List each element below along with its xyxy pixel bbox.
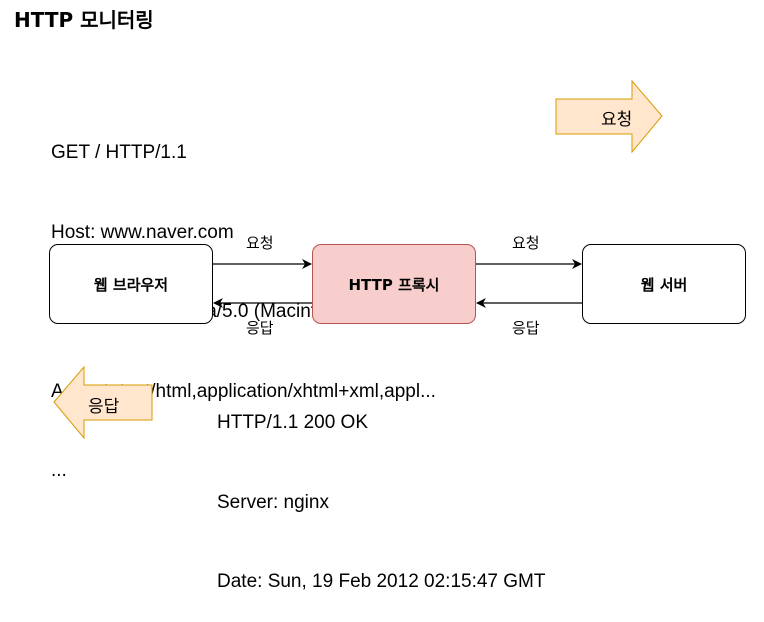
edge-label-browser-to-proxy: 요청 — [246, 234, 274, 252]
response-big-arrow — [53, 365, 153, 440]
web-server-node: 웹 서버 — [582, 244, 746, 324]
request-line: GET / HTTP/1.1 — [51, 142, 187, 163]
request-header-host: Host: www.naver.com — [51, 221, 234, 243]
edge-label-proxy-to-server: 요청 — [512, 234, 540, 252]
edge-label-server-to-proxy: 응답 — [512, 319, 540, 337]
edge-label-proxy-to-browser: 응답 — [246, 319, 274, 337]
web-server-label: 웹 서버 — [640, 275, 688, 294]
request-big-arrow — [555, 79, 663, 154]
page-title: HTTP 모니터링 — [14, 8, 154, 32]
response-header-date: Date: Sun, 19 Feb 2012 02:15:47 GMT — [217, 571, 546, 592]
response-header-server: Server: nginx — [217, 491, 329, 513]
http-proxy-label: HTTP 프록시 — [348, 275, 440, 294]
http-proxy-node: HTTP 프록시 — [312, 244, 476, 324]
web-browser-node: 웹 브라우저 — [49, 244, 213, 324]
response-message: HTTP/1.1 200 OK Server: nginx Date: Sun,… — [217, 357, 545, 622]
diagram-arrows — [53, 79, 663, 440]
web-browser-label: 웹 브라우저 — [93, 275, 169, 294]
response-status-line: HTTP/1.1 200 OK — [217, 412, 369, 433]
response-arrow-label: 응답 — [88, 397, 120, 417]
request-arrow-label: 요청 — [601, 110, 633, 130]
